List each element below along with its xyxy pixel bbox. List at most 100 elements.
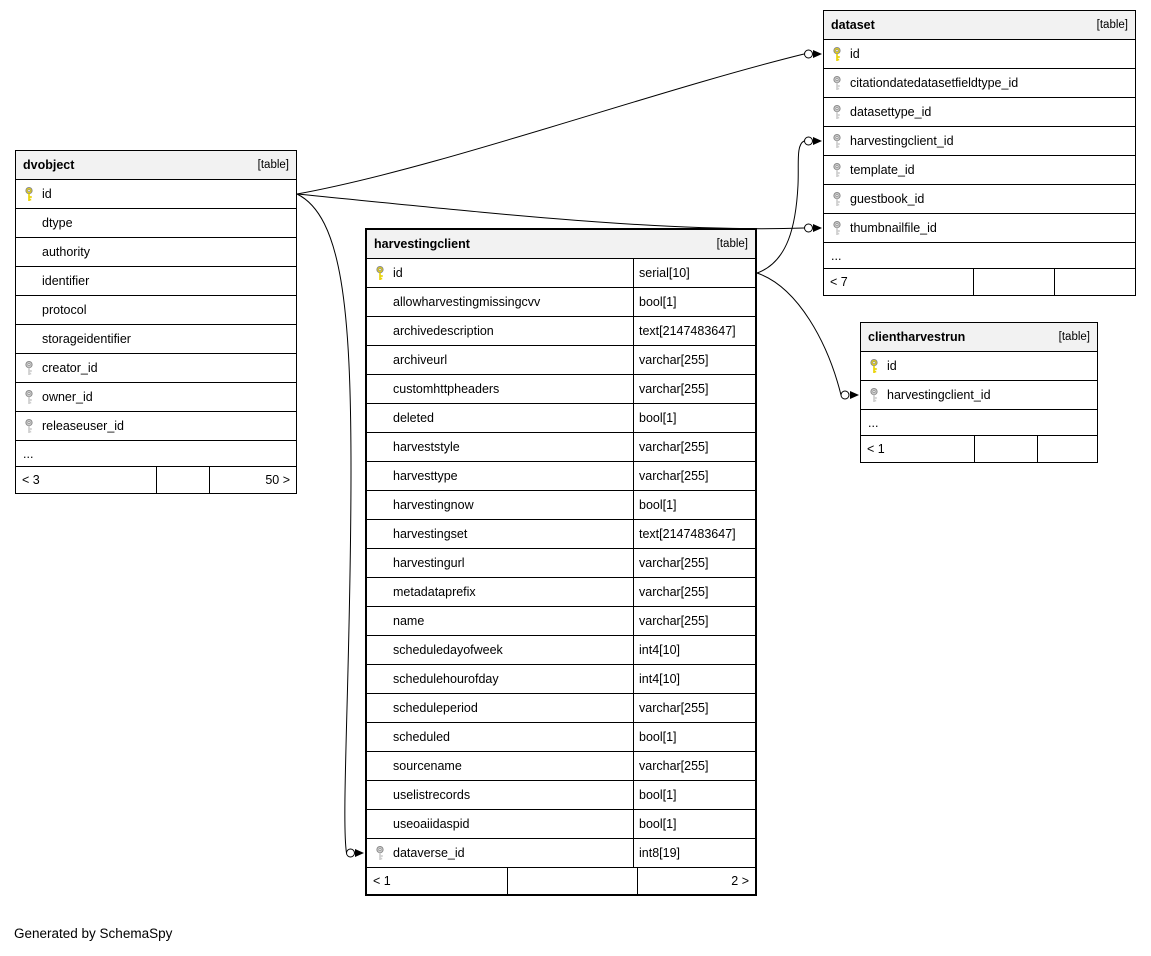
column-name: template_id <box>850 163 915 177</box>
relationship-line <box>756 272 842 396</box>
table-name: dataset <box>831 18 875 32</box>
column-name: harvesttype <box>393 469 458 483</box>
column-name: id <box>42 187 52 201</box>
foreign-key-icon <box>830 191 844 207</box>
table-header[interactable]: dataset[table] <box>824 11 1135 40</box>
table-name: dvobject <box>23 158 75 172</box>
column-type: int4[10] <box>633 665 755 693</box>
column-name: sourcename <box>393 759 462 773</box>
column-name: datasettype_id <box>850 105 932 119</box>
column-row-identifier: identifier <box>16 267 296 296</box>
column-type: varchar[255] <box>633 346 755 374</box>
column-name: guestbook_id <box>850 192 925 206</box>
foreign-key-icon <box>830 162 844 178</box>
footer-right-paging: 50 > <box>209 467 296 493</box>
column-name: deleted <box>393 411 435 425</box>
column-row-releaseuser_id: releaseuser_id <box>16 412 296 441</box>
column-name: ... <box>868 415 879 430</box>
footer-middle-paging <box>974 436 1037 462</box>
cardinality-circle-icon <box>840 390 850 400</box>
column-name: name <box>393 614 425 628</box>
table-name: clientharvestrun <box>868 330 966 344</box>
column-type: varchar[255] <box>633 694 755 722</box>
footer-middle-paging <box>156 467 209 493</box>
column-name: harvestingclient_id <box>887 388 991 402</box>
column-type: varchar[255] <box>633 375 755 403</box>
table-clientharvestrun[interactable]: clientharvestrun[table] id harvestingclien… <box>860 322 1098 463</box>
footer-left-paging: < 7 <box>830 275 848 289</box>
relationship-line <box>756 140 805 274</box>
column-name: uselistrecords <box>393 788 471 802</box>
column-type: bool[1] <box>633 491 755 519</box>
column-row-protocol: protocol <box>16 296 296 325</box>
column-type: text[2147483647] <box>633 520 755 548</box>
table-header[interactable]: dvobject[table] <box>16 151 296 180</box>
table-dvobject[interactable]: dvobject[table] id dtype authority identifie… <box>15 150 297 494</box>
footer-left-paging: < 1 <box>867 442 885 456</box>
column-type: int8[19] <box>633 839 755 867</box>
column-name: archiveurl <box>393 353 448 367</box>
column-type: bool[1] <box>633 404 755 432</box>
table-dataset[interactable]: dataset[table] id citationdatedatasetfield… <box>823 10 1136 296</box>
table-header[interactable]: clientharvestrun[table] <box>861 323 1097 352</box>
column-name: archivedescription <box>393 324 494 338</box>
ellipsis-row: ... <box>824 243 1135 269</box>
table-header[interactable]: harvestingclient[table] <box>367 230 755 259</box>
column-row-storageidentifier: storageidentifier <box>16 325 296 354</box>
column-name: thumbnailfile_id <box>850 221 937 235</box>
column-type: varchar[255] <box>633 433 755 461</box>
footer-left-paging: < 3 <box>22 473 40 487</box>
foreign-key-icon <box>22 418 36 434</box>
arrowhead-icon <box>355 849 364 857</box>
column-name: harvestingset <box>393 527 468 541</box>
ellipsis-row: ... <box>16 441 296 467</box>
column-type: varchar[255] <box>633 578 755 606</box>
ellipsis-row: ... <box>861 410 1097 436</box>
footer-middle-paging <box>507 868 637 894</box>
column-row-thumbnailfile_id: thumbnailfile_id <box>824 214 1135 243</box>
footer-right-paging <box>1054 269 1135 295</box>
relationship-harvestingclient-id-to-clientharvestrun-harvestingclient-id <box>756 272 859 400</box>
arrowhead-icon <box>850 391 859 399</box>
column-name: owner_id <box>42 390 93 404</box>
foreign-key-icon <box>830 220 844 236</box>
footer-middle-paging <box>973 269 1054 295</box>
column-row-template_id: template_id <box>824 156 1135 185</box>
generator-note: Generated by SchemaSpy <box>14 926 173 941</box>
column-row-datasettype_id: datasettype_id <box>824 98 1135 127</box>
column-row-dataverse_id: dataverse_id int8[19] <box>367 839 755 868</box>
column-type: bool[1] <box>633 781 755 809</box>
column-name: harvestingclient_id <box>850 134 954 148</box>
column-name: protocol <box>42 303 87 317</box>
column-row-harvestingclient_id: harvestingclient_id <box>824 127 1135 156</box>
column-type: varchar[255] <box>633 607 755 635</box>
column-type: int4[10] <box>633 636 755 664</box>
column-name: id <box>850 47 860 61</box>
column-row-id: id <box>16 180 296 209</box>
footer-right-paging <box>1037 436 1097 462</box>
column-name: id <box>887 359 897 373</box>
arrowhead-icon <box>813 50 822 58</box>
column-name: dataverse_id <box>393 846 465 860</box>
column-row-id: id <box>861 352 1097 381</box>
column-name: scheduleperiod <box>393 701 478 715</box>
column-row-citationdatedatasetfieldtype_id: citationdatedatasetfieldtype_id <box>824 69 1135 98</box>
column-name: authority <box>42 245 90 259</box>
column-row-harvestingclient_id: harvestingclient_id <box>861 381 1097 410</box>
column-name: dtype <box>42 216 73 230</box>
column-row-name: name varchar[255] <box>367 607 755 636</box>
column-name: ... <box>23 446 34 461</box>
column-name: identifier <box>42 274 90 288</box>
